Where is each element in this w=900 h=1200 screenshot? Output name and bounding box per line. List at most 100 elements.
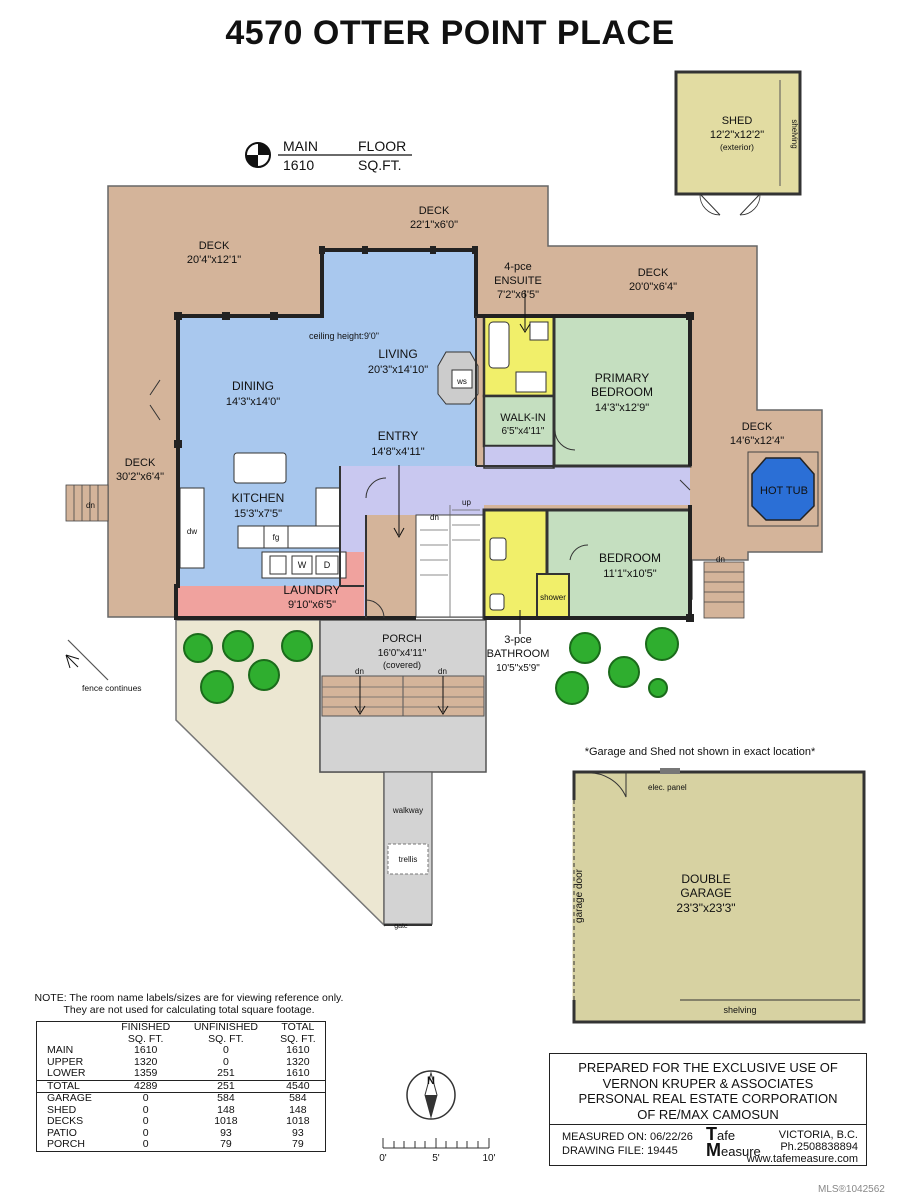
row-value: 1610: [134, 1044, 158, 1056]
fence-arrow: [65, 654, 80, 669]
row-label: UPPER: [47, 1055, 84, 1068]
garage-size: 23'3"x23'3": [676, 901, 735, 915]
drawing-file: DRAWING FILE: 19445: [562, 1145, 678, 1157]
walkin-closet: [483, 445, 555, 469]
ceiling-height: ceiling height:9'0": [309, 331, 379, 341]
row-value: 584: [181, 1092, 271, 1105]
row-label: PATIO: [47, 1126, 77, 1139]
porch-note: (covered): [383, 660, 421, 670]
porch-dn-right: dn: [438, 667, 447, 676]
shed-name: SHED: [722, 115, 753, 127]
laundry-size: 9'10"x6'5": [288, 599, 336, 611]
deck-west-size: 30'2"x6'4": [116, 471, 164, 483]
hot-tub: [751, 457, 815, 521]
row-value: 584: [270, 1092, 326, 1105]
row-value: 0: [110, 1092, 182, 1105]
door-swings: [149, 379, 691, 619]
compass-rose: [406, 1070, 456, 1120]
row-value: 0: [142, 1103, 149, 1116]
phone: Ph.2508838894: [780, 1141, 858, 1153]
row-value: 4289: [110, 1079, 182, 1093]
porch-arrow-left: [354, 676, 366, 715]
porch-dn-left: dn: [355, 667, 364, 676]
living-name: LIVING: [378, 347, 417, 361]
primary-name1: PRIMARY: [595, 371, 649, 385]
row-value: 1320: [286, 1055, 310, 1068]
bath-toilet: [489, 593, 505, 611]
sqft-header: [37, 1022, 111, 1034]
dining-size: 14'3"x14'0": [226, 396, 280, 408]
deck-top-size: 22'1"x6'0": [410, 219, 458, 231]
fridge-label: fg: [273, 533, 280, 542]
deck-left-name: DECK: [199, 240, 230, 252]
row-value: 251: [181, 1079, 271, 1093]
city: VICTORIA, B.C.: [778, 1129, 858, 1141]
bathroom-name2: BATHROOM: [487, 648, 550, 660]
bath-sink: [489, 537, 507, 561]
garage-name1: DOUBLE: [681, 872, 730, 886]
row-value: 1610: [286, 1044, 310, 1056]
dining-name: DINING: [232, 379, 274, 393]
shed-note: (exterior): [720, 142, 754, 152]
fence-line: [67, 639, 109, 681]
row-value: 1018: [286, 1115, 310, 1127]
entry-size: 14'8"x4'11": [371, 446, 424, 458]
row-label: DECKS: [47, 1115, 84, 1127]
prepared-line: VERNON KRUPER & ASSOCIATES: [602, 1075, 814, 1091]
fridge: [263, 525, 289, 549]
row-value: 0: [142, 1115, 149, 1127]
bathroom-name1: 3-pce: [504, 634, 532, 646]
prepared-line: PREPARED FOR THE EXCLUSIVE USE OF: [578, 1060, 838, 1075]
row-value: 0: [222, 1055, 229, 1068]
shed-shelving: shelving: [790, 119, 799, 148]
porch-name: PORCH: [382, 633, 422, 645]
sqft-note: NOTE: The room name labels/sizes are for…: [34, 992, 344, 1016]
trellis-box: [387, 843, 429, 875]
row-value: 251: [217, 1067, 235, 1079]
scale-5: 5': [432, 1153, 440, 1164]
row-label: GARAGE: [36, 1092, 111, 1105]
primary-name2: BEDROOM: [591, 385, 653, 399]
deck-right-name: DECK: [638, 267, 669, 279]
kitchen-range: [315, 487, 341, 533]
table-row: DECKS 0 1018 1018: [37, 1115, 326, 1128]
fence-label: fence continues: [82, 683, 142, 693]
dryer: [315, 555, 339, 575]
sqft-table: FINISHED UNFINISHED TOTAL SQ. FT. SQ. FT…: [36, 1021, 326, 1152]
row-value: 1320: [134, 1055, 158, 1068]
row-value: 93: [220, 1126, 232, 1139]
prepared-line: OF RE/MAX CAMOSUN: [637, 1106, 779, 1122]
ensuite-name2: ENSUITE: [494, 275, 542, 287]
woodstove-label: ws: [456, 377, 467, 386]
deck-far-right-size: 14'6"x12'4": [730, 435, 784, 447]
row-value: 4540: [270, 1079, 326, 1093]
measured-on: MEASURED ON: 06/22/26: [562, 1131, 693, 1143]
deck-west-name: DECK: [125, 457, 156, 469]
row-label: MAIN: [47, 1044, 74, 1056]
floor-word: FLOOR: [358, 138, 406, 154]
interior-walls: [339, 316, 554, 618]
bathroom-size: 10'5"x5'9": [496, 663, 540, 674]
deck-left-size: 20'4"x12'1": [187, 254, 241, 266]
deck-right-size: 20'0"x6'4": [629, 281, 677, 293]
ensuite-toilet: [529, 321, 549, 341]
deck-east-dn: dn: [716, 555, 725, 564]
ensuite-arrow: [519, 290, 531, 333]
deck-top-name: DECK: [419, 205, 450, 217]
laundry-sink: [269, 555, 287, 575]
laundry-name: LAUNDRY: [283, 583, 340, 597]
garage-panel: elec. panel: [648, 783, 687, 792]
scale-10: 10': [482, 1153, 495, 1164]
floor-sqft: 1610: [283, 157, 314, 173]
row-value: 1018: [214, 1115, 238, 1127]
trellis-label: trellis: [399, 855, 418, 864]
living-size: 20'3"x14'10": [368, 364, 428, 376]
logo-text-1: afe: [717, 1128, 736, 1143]
page-title: 4570 OTTER POINT PLACE: [225, 14, 675, 52]
sqft-header: FINISHED: [121, 1021, 171, 1033]
